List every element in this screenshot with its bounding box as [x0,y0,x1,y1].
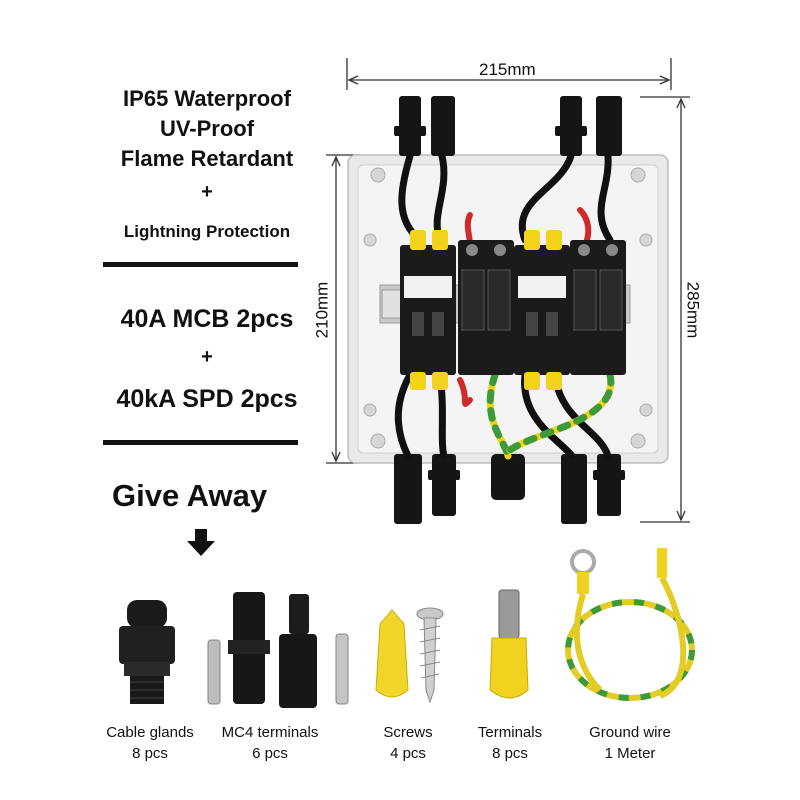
accessory-screws: Screws 4 pcs [343,722,473,764]
spd-left [458,240,514,375]
screws-image [375,607,444,704]
accessory-name: Terminals [477,724,543,741]
accessory-qty: 4 pcs [390,745,426,762]
accessory-name: Screws [383,724,433,741]
giveaway-title: Give Away [112,478,268,513]
accessory-ground-wire: Ground wire 1 Meter [565,722,695,764]
accessory-terminals: Terminals 8 pcs [445,722,575,764]
ground-wire-image [565,548,695,701]
feature-mcb: 40A MCB 2pcs [120,305,294,333]
mc4-terminals-image [228,592,349,708]
divider [103,262,298,267]
dimension-total-height-label: 285mm [683,281,703,339]
arrow-down-icon [186,528,216,558]
spd-right [570,240,626,375]
cable-gland-image [119,600,221,705]
dimension-height-label: 210mm [312,281,332,339]
terminals-image [489,589,529,699]
accessory-mc4-terminals: MC4 terminals 6 pcs [205,722,335,764]
feature-flame-retardant: Flame Retardant [120,146,294,171]
divider [103,440,298,445]
accessory-name: Cable glands [106,724,194,741]
accessory-qty: 1 Meter [604,745,656,762]
accessory-qty: 8 pcs [132,745,168,762]
dimension-width-label: 215mm [479,60,536,79]
plus-sign: + [201,181,213,203]
mc4-connectors-top [394,96,622,156]
dimension-total-height-line [640,96,690,523]
feature-spd: 40kA SPD 2pcs [116,385,298,413]
plus-sign: + [201,346,213,368]
feature-lightning: Lightning Protection [123,222,291,241]
mc4-connectors-bottom [394,454,625,524]
accessory-name: Ground wire [589,724,671,741]
mcb-breaker-right [514,230,570,390]
feature-waterproof: IP65 Waterproof [123,86,291,111]
accessory-name: MC4 terminals [221,724,319,741]
accessory-cable-glands: Cable glands 8 pcs [85,722,215,764]
accessory-qty: 8 pcs [492,745,528,762]
mcb-breaker-left [400,230,456,390]
dimension-width-line [346,58,672,90]
accessory-qty: 6 pcs [252,745,288,762]
feature-uv-proof: UV-Proof [159,116,255,141]
